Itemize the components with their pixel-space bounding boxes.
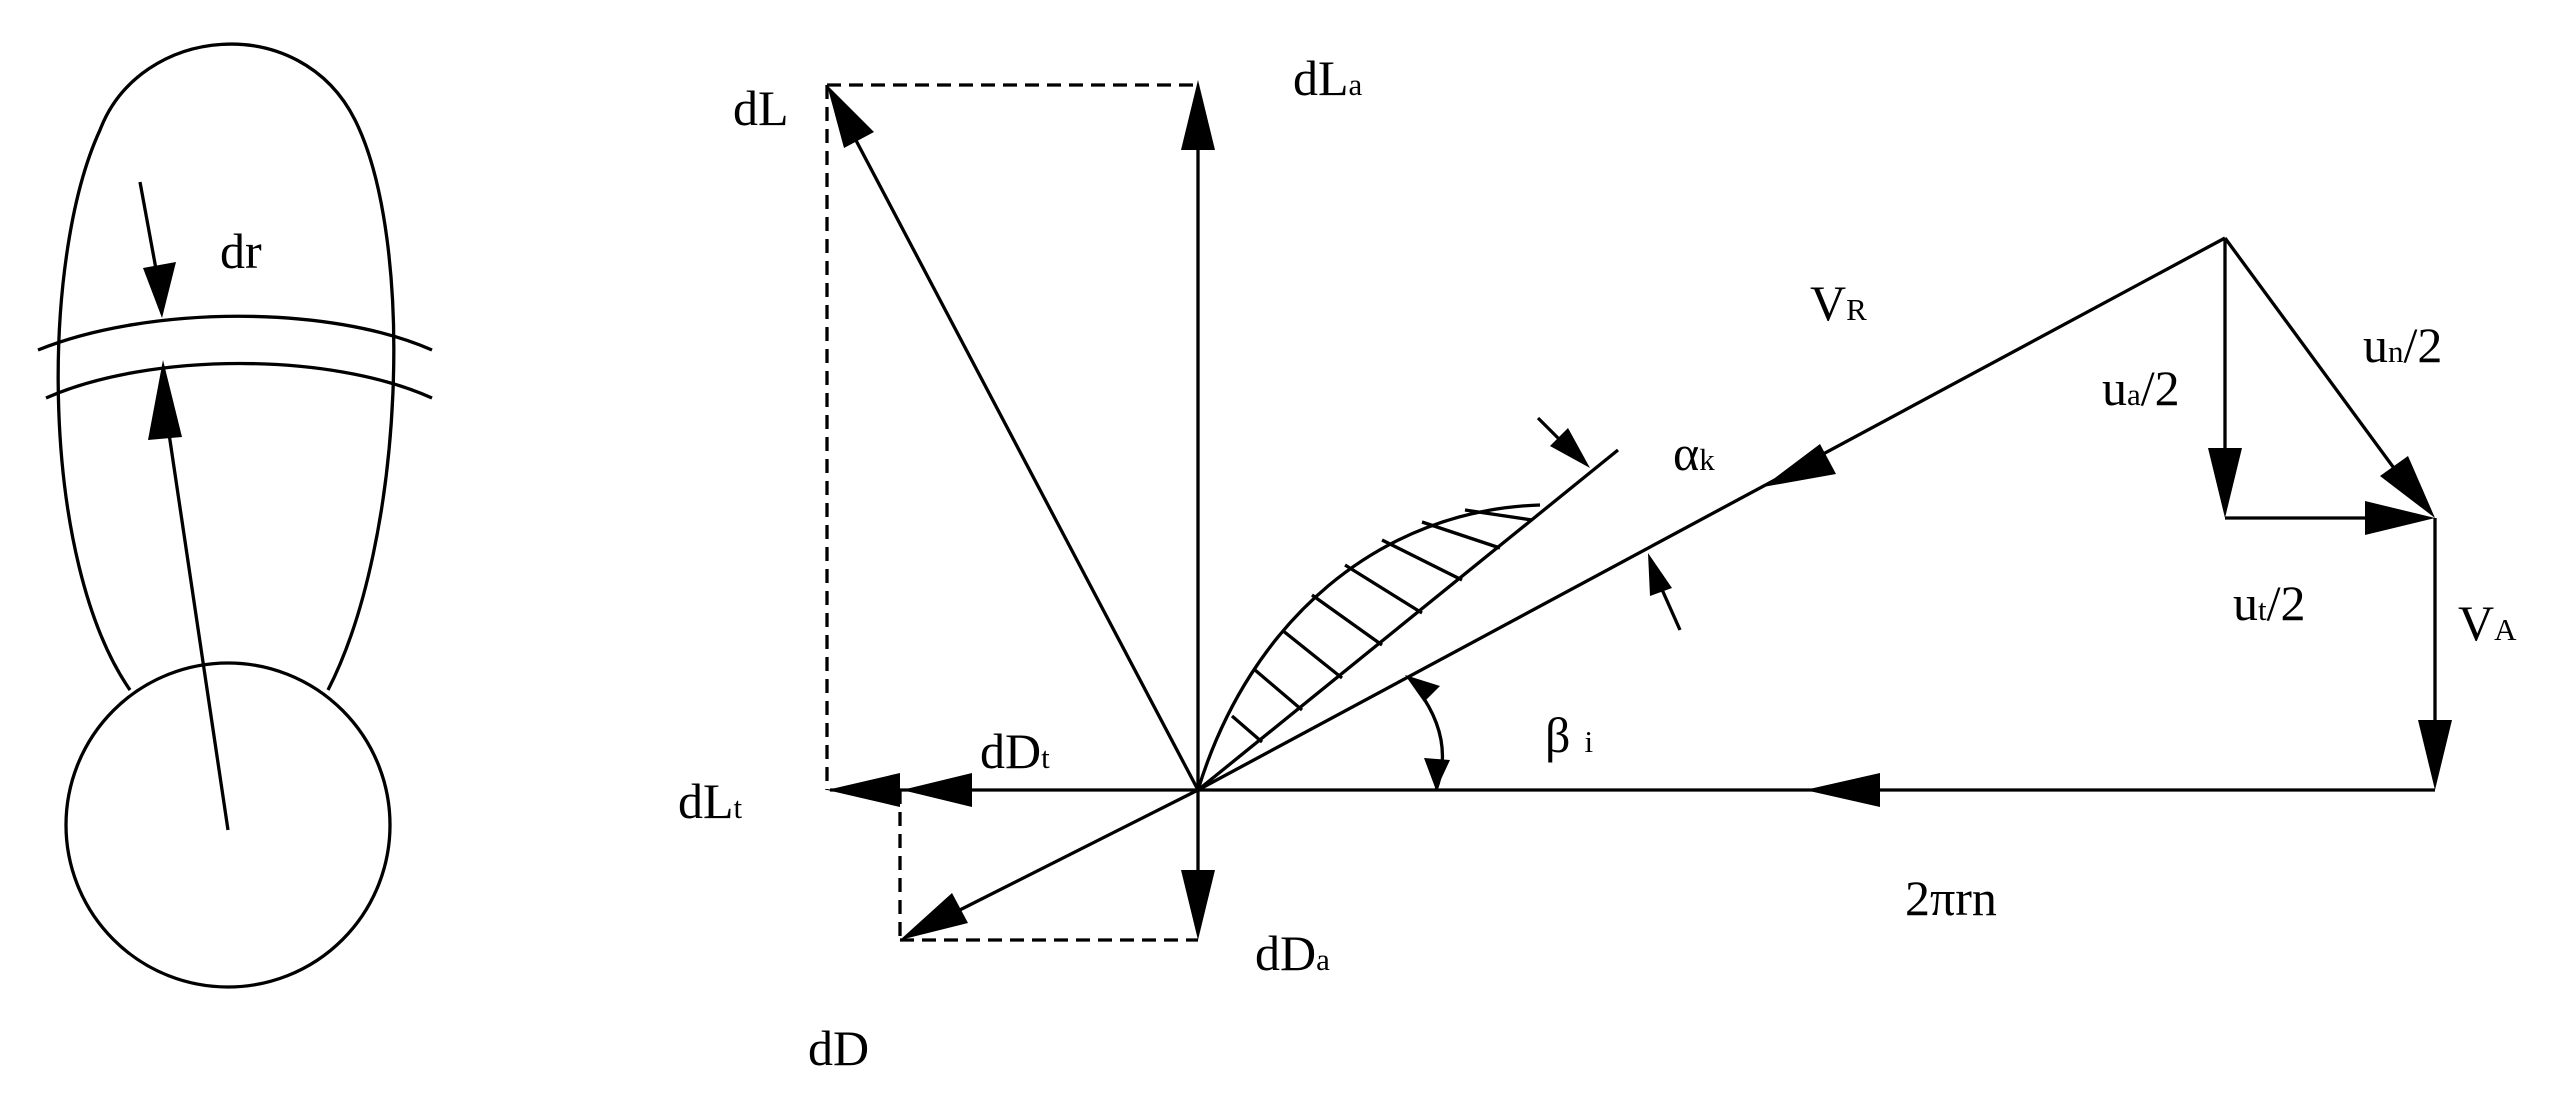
ua-arrow-head [2208,448,2242,518]
dLt-sub: t [734,790,743,825]
dr-arrow-head [143,262,176,318]
ut-sub: t [2258,592,2267,627]
chord-line [1196,448,1620,792]
ua-sub: a [2127,377,2141,412]
dL-label: dL [733,80,789,136]
VA-main: V [2458,595,2494,651]
un-rest: /2 [2404,317,2443,373]
dDa-label: dDa [1255,925,1330,981]
beta-sub: i [1584,724,1593,759]
ut-rest: /2 [2267,575,2306,631]
strip-arc-upper [37,314,433,352]
two-pi-rn-label: 2πrn [1905,870,1997,926]
beta-arc-head-top [1405,675,1440,702]
beta-main: β [1545,707,1570,763]
dLa-label: dLa [1293,50,1363,106]
dD-label: dD [808,1020,869,1076]
ua-main: u [2102,360,2127,416]
dLa-arrow-head [1181,80,1215,150]
VA-sub: A [2494,612,2517,647]
VR-sub: R [1846,292,1867,327]
dLt-label: dLt [678,773,743,829]
alpha-main: α [1673,425,1699,481]
radius-arrow [162,399,230,831]
hub-circle [64,661,392,989]
alpha-label: αk [1673,425,1715,481]
dDt-label: dDt [980,723,1050,779]
un-label: un/2 [2363,317,2442,373]
vr-line [1197,236,2226,792]
un-sub: n [2388,334,2404,369]
dL-arrow [838,109,1200,791]
ut-main: u [2233,575,2258,631]
ua-rest: /2 [2141,360,2180,416]
VR-main: V [1810,275,1846,331]
dD-arrow [929,788,1199,927]
strip-arc-lower [45,361,433,400]
un-arrow-head [2380,456,2435,518]
alpha-arrow-bottom-head [1648,553,1672,596]
two-pi-rn-arrow-head [1805,773,1880,807]
alpha-sub: k [1699,442,1715,477]
dL-arrow-head [827,85,874,148]
un-main: u [2363,317,2388,373]
dDt-main: dD [980,723,1041,779]
dr-label: dr [220,223,262,279]
ut-label: ut/2 [2233,575,2306,631]
dDa-main: dD [1255,925,1316,981]
un-arrow [2223,237,2412,491]
dLt-arrow-head [827,773,900,807]
VA-arrow-head [2418,720,2452,790]
dDt-arrow-head [902,773,972,807]
alpha-arrow-bottom [1658,584,1682,631]
blade-section-hatching [1230,508,1533,744]
dLa-sub: a [1349,67,1363,102]
alpha-arrow-top-head [1550,428,1590,468]
dLa-main: dL [1293,50,1349,106]
ut-arrow-head [2365,501,2435,535]
force-diagram: dL dLa 2πrn dLt dDt dDa dD [678,50,2517,1076]
dDa-sub: a [1316,942,1330,977]
VR-label: VR [1810,275,1867,331]
dr-arrow [138,181,160,281]
beta-arc-head-bottom [1424,758,1450,790]
dD-arrow-head [900,893,968,940]
dLt-main: dL [678,773,734,829]
dDt-sub: t [1041,740,1050,775]
ua-label: ua/2 [2102,360,2180,416]
blade-outline [56,42,396,691]
radius-arrow-head [148,360,182,440]
dDa-arrow-head [1181,870,1215,940]
vr-arrow-head [1763,444,1836,487]
blade-sketch: dr [37,42,433,989]
VA-label: VA [2458,595,2517,651]
